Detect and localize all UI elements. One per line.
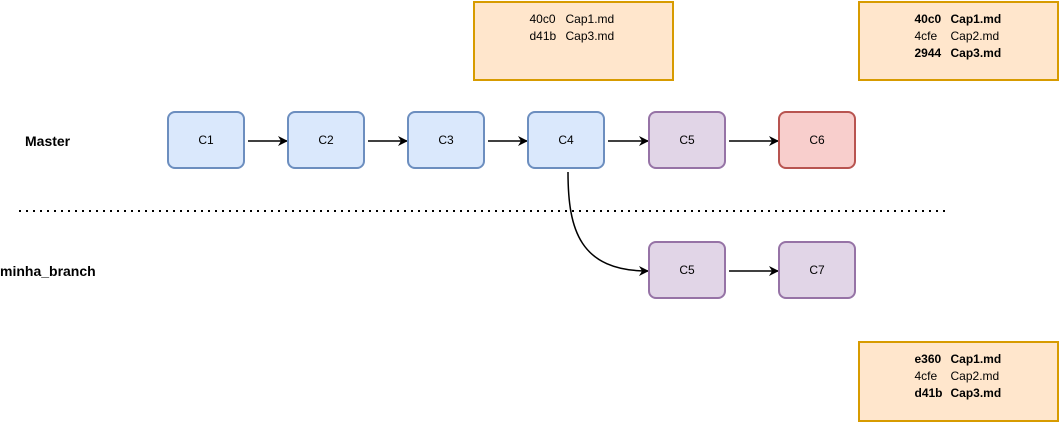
file-name-text: Cap1.md <box>950 12 1002 26</box>
commit-label: C3 <box>438 133 454 147</box>
branch-label-master: Master <box>25 133 71 149</box>
commit-c2: C2 <box>287 111 365 169</box>
tree-note-middle: 40c0 Cap1.md d41b Cap3.md <box>473 1 674 81</box>
file-name-text: Cap3.md <box>950 386 1002 400</box>
commit-c6: C6 <box>778 111 856 169</box>
hash-text: d41b <box>529 29 557 43</box>
commit-c3: C3 <box>407 111 485 169</box>
commit-c7: C7 <box>778 241 856 299</box>
hash-text: 2944 <box>914 46 942 60</box>
commit-label: C6 <box>809 133 825 147</box>
commit-label: C5 <box>679 263 695 277</box>
tree-note-bottom-right: e360 Cap1.md 4cfe Cap2.md d41b Cap3.md <box>858 341 1059 422</box>
commit-c4: C4 <box>527 111 605 169</box>
file-name-text: Cap2.md <box>950 29 1000 43</box>
file-name-text: Cap1.md <box>950 352 1002 366</box>
tree-entry: d41b Cap3.md <box>860 385 1057 402</box>
tree-entry: d41b Cap3.md <box>475 28 672 45</box>
hash-text: 40c0 <box>529 12 556 26</box>
hash-text: 4cfe <box>914 29 938 43</box>
file-name-text: Cap3.md <box>565 29 615 43</box>
tree-entry: 40c0 Cap1.md <box>475 11 672 28</box>
commit-c1: C1 <box>167 111 245 169</box>
branch-label-minha-branch: minha_branch <box>0 263 96 279</box>
file-name-text: Cap3.md <box>950 46 1002 60</box>
commit-c5-master: C5 <box>648 111 726 169</box>
tree-entry: e360 Cap1.md <box>860 351 1057 368</box>
tree-entry: 4cfe Cap2.md <box>860 28 1057 45</box>
tree-note-top-right: 40c0 Cap1.md 4cfe Cap2.md 2944 Cap3.md <box>858 1 1059 81</box>
file-name-text: Cap1.md <box>565 12 615 26</box>
commit-c5-branch: C5 <box>648 241 726 299</box>
hash-text: 4cfe <box>914 369 938 383</box>
file-name-text: Cap2.md <box>950 369 1000 383</box>
tree-entry: 4cfe Cap2.md <box>860 368 1057 385</box>
tree-entry: 2944 Cap3.md <box>860 45 1057 62</box>
hash-text: e360 <box>914 352 942 366</box>
commit-label: C5 <box>679 133 695 147</box>
commit-label: C4 <box>558 133 574 147</box>
hash-text: d41b <box>914 386 943 400</box>
commit-label: C1 <box>198 133 214 147</box>
hash-text: 40c0 <box>914 12 942 26</box>
tree-entry: 40c0 Cap1.md <box>860 11 1057 28</box>
commit-label: C2 <box>318 133 334 147</box>
edge-c4-branch-c5 <box>567 171 649 276</box>
commit-label: C7 <box>809 263 825 277</box>
